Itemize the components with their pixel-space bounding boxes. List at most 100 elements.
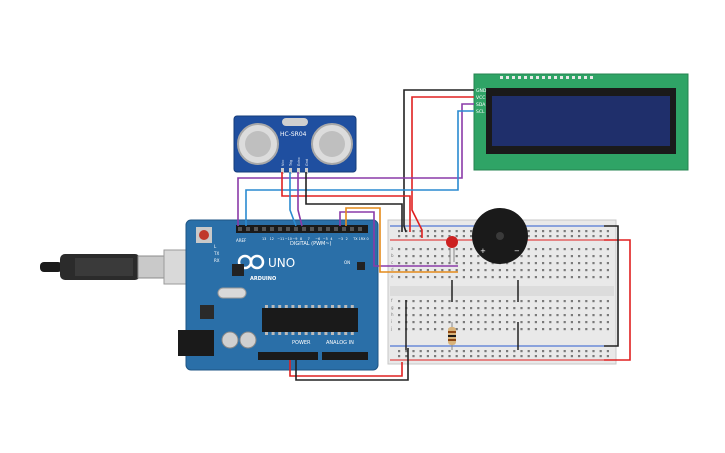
breadboard-hole xyxy=(606,350,609,353)
breadboard-hole xyxy=(527,269,530,272)
breadboard-hole xyxy=(520,255,523,258)
breadboard-hole xyxy=(570,307,573,310)
breadboard-hole xyxy=(419,321,422,324)
breadboard-hole xyxy=(412,248,415,251)
breadboard-hole xyxy=(570,262,573,265)
breadboard-hole xyxy=(448,276,451,279)
breadboard-hole xyxy=(419,350,422,353)
sensor-pin xyxy=(281,168,284,174)
breadboard-hole xyxy=(412,328,415,331)
breadboard-hole xyxy=(398,350,401,353)
breadboard-hole xyxy=(606,269,609,272)
chip-leg xyxy=(317,332,321,335)
breadboard-hole xyxy=(527,350,530,353)
chip-leg xyxy=(304,305,308,308)
breadboard-hole xyxy=(534,262,537,265)
breadboard-hole xyxy=(592,321,595,324)
breadboard-hole xyxy=(534,355,537,358)
breadboard-hole xyxy=(462,321,465,324)
breadboard-hole xyxy=(419,328,422,331)
breadboard-hole xyxy=(563,235,566,238)
breadboard-hole xyxy=(513,350,516,353)
breadboard-hole xyxy=(506,269,509,272)
wire-sensor-echo xyxy=(297,172,303,227)
breadboard-hole xyxy=(455,230,458,233)
breadboard-hole xyxy=(585,269,588,272)
breadboard-hole xyxy=(462,235,465,238)
breadboard-hole xyxy=(477,350,480,353)
breadboard-hole xyxy=(520,328,523,331)
breadboard-hole xyxy=(542,321,545,324)
breadboard-hole xyxy=(592,300,595,303)
breadboard-hole xyxy=(542,355,545,358)
breadboard-hole xyxy=(426,235,429,238)
breadboard-hole xyxy=(398,314,401,317)
breadboard-hole xyxy=(556,255,559,258)
breadboard-hole xyxy=(398,248,401,251)
breadboard-hole xyxy=(606,307,609,310)
breadboard-hole xyxy=(412,350,415,353)
breadboard-hole xyxy=(470,230,473,233)
breadboard-hole xyxy=(405,248,408,251)
breadboard-hole xyxy=(398,355,401,358)
breadboard-hole xyxy=(426,355,429,358)
breadboard-hole xyxy=(448,314,451,317)
breadboard-hole xyxy=(448,235,451,238)
breadboard-hole xyxy=(462,300,465,303)
breadboard-hole xyxy=(542,230,545,233)
breadboard-hole xyxy=(592,328,595,331)
chip-leg xyxy=(265,332,268,335)
breadboard-hole xyxy=(520,262,523,265)
breadboard-hole xyxy=(563,230,566,233)
breadboard-hole xyxy=(491,355,494,358)
breadboard-hole xyxy=(470,314,473,317)
breadboard-hole xyxy=(498,314,501,317)
breadboard-hole xyxy=(470,355,473,358)
chip-leg xyxy=(350,305,354,308)
wire-gnd xyxy=(295,348,409,381)
breadboard-hole xyxy=(441,350,444,353)
breadboard-hole xyxy=(455,235,458,238)
sensor-pin xyxy=(305,168,308,174)
breadboard-hole xyxy=(506,307,509,310)
breadboard-hole xyxy=(599,328,602,331)
breadboard-hole xyxy=(585,230,588,233)
breadboard-hole xyxy=(542,262,545,265)
digital-pin-label: 13 xyxy=(262,237,266,241)
breadboard-hole xyxy=(527,321,530,324)
breadboard-hole xyxy=(484,321,487,324)
breadboard-hole xyxy=(556,230,559,233)
breadboard-hole xyxy=(563,307,566,310)
breadboard-hole xyxy=(426,314,429,317)
breadboard-hole xyxy=(520,300,523,303)
breadboard-hole xyxy=(513,321,516,324)
breadboard-hole xyxy=(513,262,516,265)
breadboard-hole xyxy=(462,276,465,279)
voltage-regulator xyxy=(200,305,214,319)
breadboard-hole xyxy=(570,230,573,233)
breadboard-hole xyxy=(585,248,588,251)
chip-leg xyxy=(344,332,348,335)
breadboard-hole xyxy=(462,350,465,353)
breadboard-hole xyxy=(484,300,487,303)
breadboard-hole xyxy=(556,276,559,279)
digital-pin-socket xyxy=(334,227,338,231)
breadboard-hole xyxy=(606,230,609,233)
breadboard-hole xyxy=(585,314,588,317)
breadboard-hole xyxy=(585,328,588,331)
chip-leg xyxy=(298,332,301,335)
breadboard-hole xyxy=(592,276,595,279)
breadboard-hole xyxy=(556,321,559,324)
breadboard-hole xyxy=(498,328,501,331)
lcd-header-pin xyxy=(524,76,527,79)
breadboard-hole xyxy=(498,307,501,310)
breadboard-hole xyxy=(455,328,458,331)
breadboard-hole xyxy=(441,255,444,258)
breadboard-hole xyxy=(599,230,602,233)
breadboard-hole xyxy=(592,255,595,258)
breadboard-hole xyxy=(441,300,444,303)
breadboard-hole xyxy=(484,314,487,317)
breadboard-hole xyxy=(527,328,530,331)
breadboard-hole xyxy=(434,350,437,353)
breadboard-hole xyxy=(477,355,480,358)
